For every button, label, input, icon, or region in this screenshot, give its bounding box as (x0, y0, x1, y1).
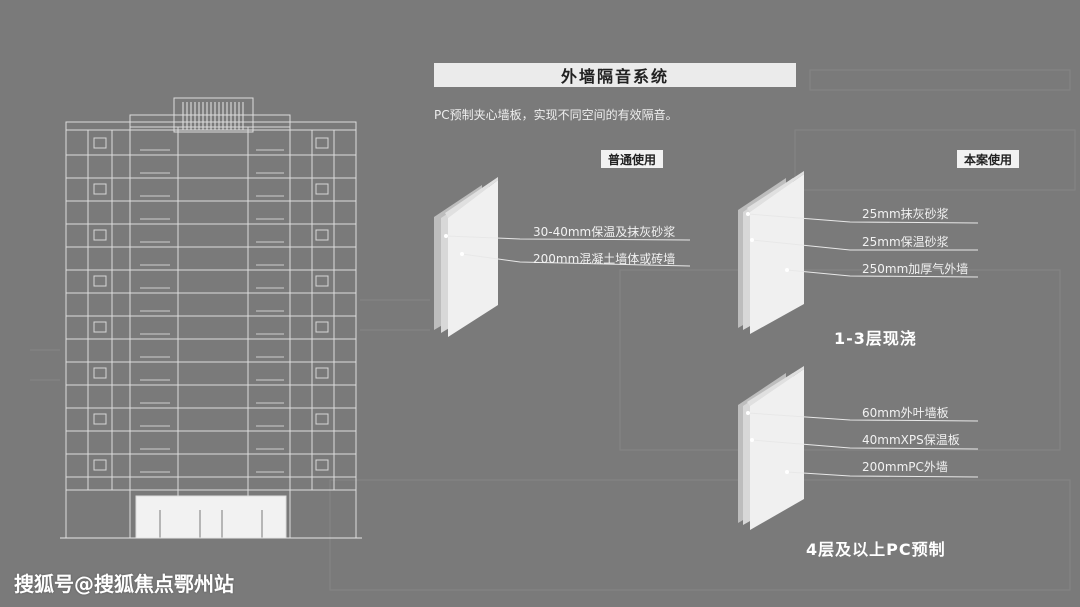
cast-layer-label: 250mm加厚气外墙 (862, 262, 969, 276)
wall-panel-precast (738, 366, 804, 530)
leader-lines (445, 213, 979, 478)
floor-lines (66, 154, 356, 478)
balcony-rails (140, 149, 284, 473)
precast-layer-label: 200mmPC外墙 (862, 460, 948, 474)
page-subtitle: PC预制夹心墙板，实现不同空间的有效隔音。 (434, 108, 678, 122)
precast-layer-label: 40mmXPS保温板 (862, 433, 960, 447)
cast-in-place-caption: 1-3层现浇 (834, 329, 917, 348)
cast-layer-label: 25mm抹灰砂浆 (862, 207, 949, 221)
tag-normal-use: 普通使用 (601, 150, 664, 168)
precast-layer-label: 60mm外叶墙板 (862, 406, 949, 420)
leader-dots (444, 212, 789, 474)
tag-project-use: 本案使用 (957, 150, 1020, 168)
wall-panel-cast-in-place (738, 171, 804, 334)
precast-caption: 4层及以上PC预制 (806, 540, 946, 559)
background-linework (30, 69, 1076, 591)
window-marks (93, 137, 329, 471)
wall-panel-normal (434, 177, 498, 337)
watermark: 搜狐号@搜狐焦点鄂州站 (14, 572, 234, 596)
building-elevation (60, 97, 362, 539)
cast-layer-label: 25mm保温砂浆 (862, 235, 949, 249)
entrance-lobby (135, 495, 287, 539)
page-title: 外墙隔音系统 (434, 63, 796, 87)
normal-layer-label: 30-40mm保温及抹灰砂浆 (533, 225, 676, 239)
normal-layer-label: 200mm混凝土墙体或砖墙 (533, 252, 676, 266)
rooftop-louvers (182, 102, 244, 130)
